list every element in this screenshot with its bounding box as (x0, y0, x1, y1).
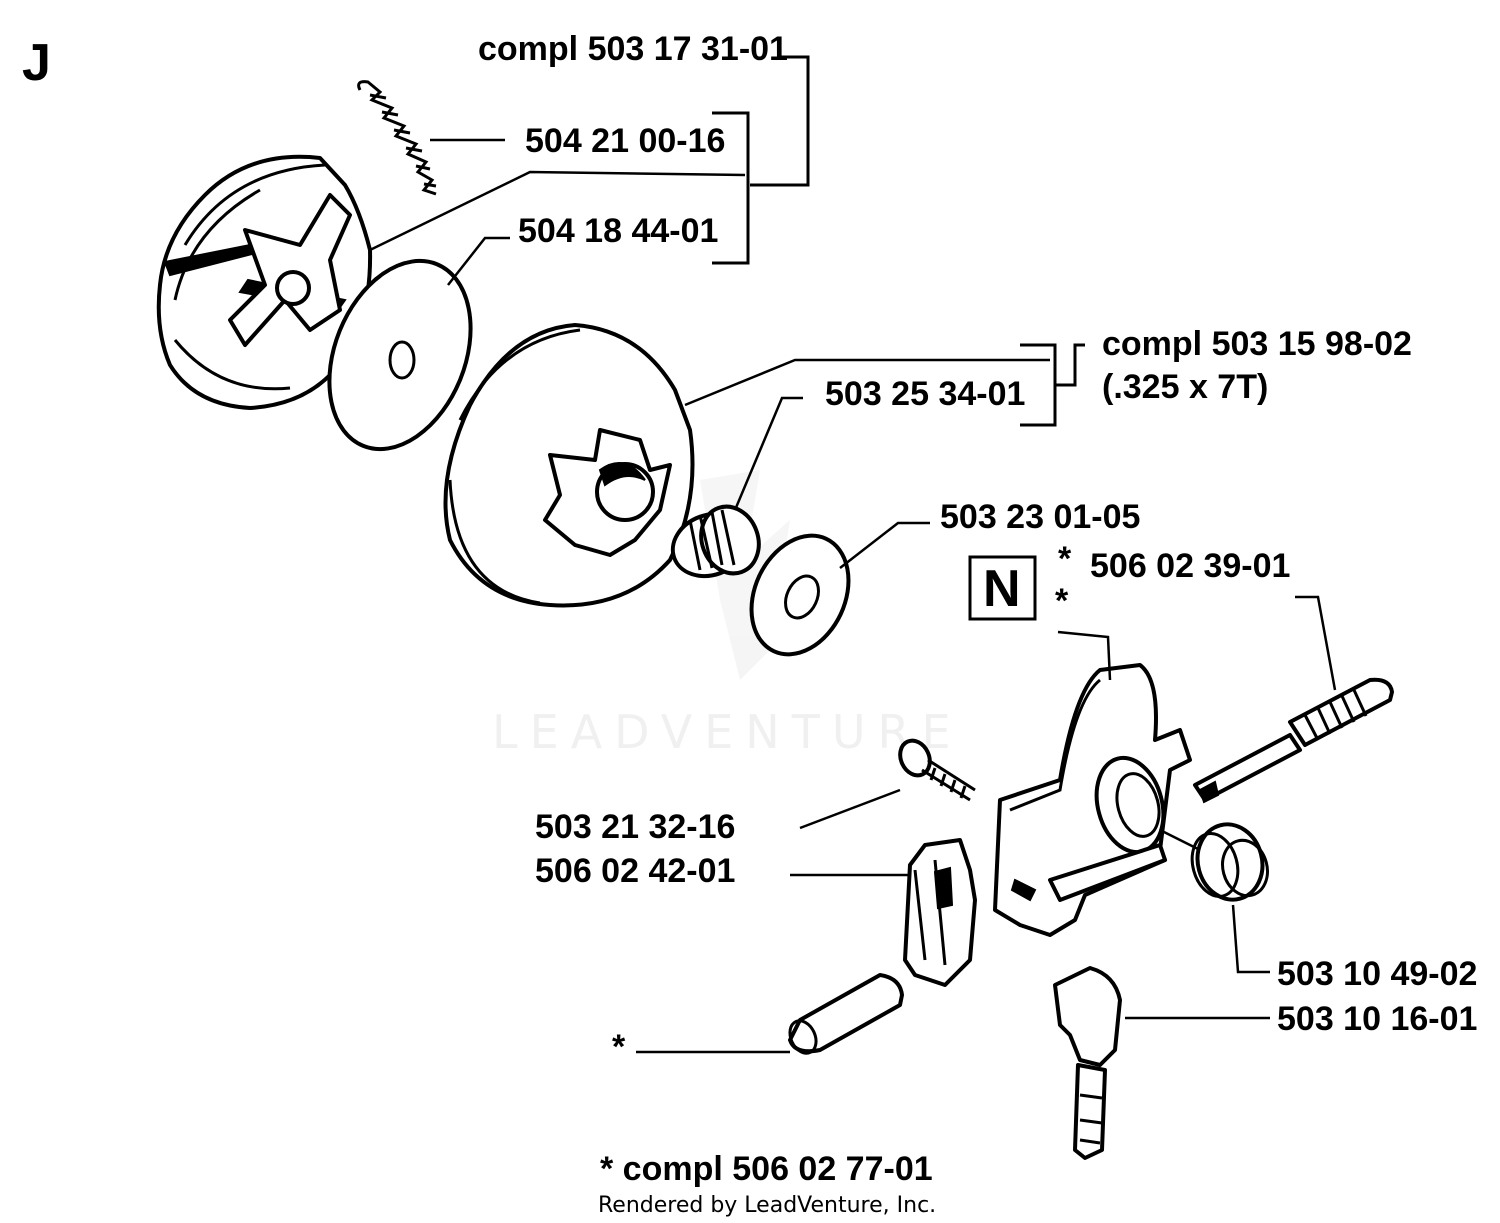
label-oil-pump-star: * (1058, 540, 1072, 578)
label-spring[interactable]: 504 21 00-16 (525, 122, 725, 160)
valve[interactable] (903, 838, 977, 987)
washer[interactable] (733, 520, 867, 670)
footer-kit-note: * compl 506 02 77-01 (600, 1150, 933, 1188)
label-oil-hose[interactable]: 503 10 16-01 (1277, 1000, 1477, 1038)
clutch-assembly[interactable] (156, 154, 373, 410)
label-valve[interactable]: 506 02 42-01 (535, 852, 735, 890)
label-drum-kit-spec: (.325 x 7T) (1102, 368, 1268, 406)
cover-plate[interactable] (303, 240, 497, 470)
label-oil-pump-star-2: * (1055, 582, 1069, 620)
label-plunger-star: * (612, 1028, 626, 1066)
oil-plug[interactable] (1185, 817, 1273, 907)
clutch-spring[interactable] (357, 80, 437, 196)
plunger[interactable] (785, 973, 904, 1057)
watermark-text: LEADVENTURE (492, 705, 963, 759)
leader-lines (369, 55, 1337, 1054)
label-cover-plate[interactable]: 504 18 44-01 (518, 212, 718, 250)
screw[interactable] (895, 736, 976, 802)
clutch-drum[interactable] (443, 323, 695, 608)
label-washer[interactable]: 503 23 01-05 (940, 498, 1140, 536)
label-oil-pump[interactable]: 506 02 39-01 (1090, 547, 1290, 585)
n-marker: N (983, 560, 1021, 618)
label-clutch-kit[interactable]: compl 503 17 31-01 (478, 30, 788, 68)
needle-bearing[interactable] (664, 498, 768, 586)
n-marker-box (968, 555, 1037, 621)
oil-hose[interactable] (1053, 966, 1122, 1160)
worm-shaft[interactable] (1193, 677, 1394, 804)
label-oil-plug[interactable]: 503 10 49-02 (1277, 955, 1477, 993)
label-screw[interactable]: 503 21 32-16 (535, 808, 735, 846)
label-drum-kit[interactable]: compl 503 15 98-02 (1102, 325, 1412, 363)
label-needle-bearing[interactable]: 503 25 34-01 (825, 375, 1025, 413)
footer-credit: Rendered by LeadVenture, Inc. (598, 1193, 936, 1218)
oil-pump[interactable] (993, 663, 1192, 937)
section-letter: J (22, 34, 51, 92)
